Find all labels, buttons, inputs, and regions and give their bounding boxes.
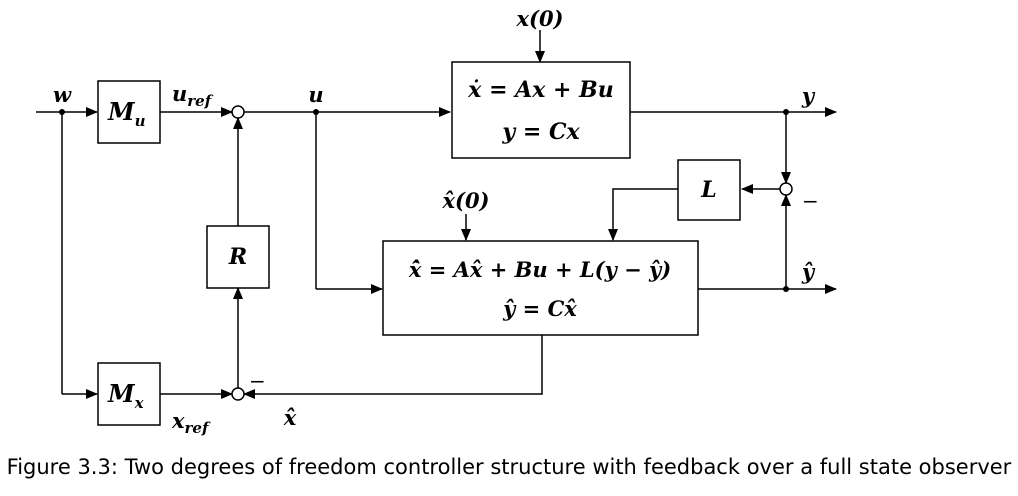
plant-block	[451, 61, 631, 159]
mx-block	[97, 362, 161, 426]
r-label: R	[228, 244, 247, 270]
sum-junction-output-error	[779, 182, 793, 196]
plant-equation-1: ẋ = Ax + Bu	[467, 77, 613, 103]
observer-equation-2: ŷ = Cx̂	[502, 296, 577, 321]
xhat0-label: x̂(0)	[441, 188, 489, 213]
observer-block	[382, 240, 699, 336]
w-label: w	[53, 82, 72, 107]
l-to-observer-line	[608, 188, 678, 241]
y-label: y	[801, 83, 816, 108]
observer-sum-minus-sign: −	[802, 189, 819, 213]
branch-dot-yhat	[783, 286, 789, 292]
branch-dot-w	[59, 109, 65, 115]
figure-caption: Figure 3.3: Two degrees of freedom contr…	[6, 455, 1012, 479]
l-label: L	[700, 177, 716, 203]
branch-dot-u	[313, 109, 319, 115]
l-block	[677, 159, 741, 221]
xhat-label: x̂	[283, 405, 297, 430]
mu-block	[97, 80, 161, 144]
yhat-label: ŷ	[801, 259, 816, 284]
xhat-feedback-line	[243, 335, 543, 399]
uref-label: uref	[172, 81, 214, 110]
sum-junction-state	[231, 387, 245, 401]
xref-label: xref	[171, 408, 211, 437]
observer-equation-1: x̂̇ = Ax̂ + Bu + L(y − ŷ)	[408, 257, 671, 282]
x0-label: x(0)	[515, 6, 563, 31]
mu-label: Mu	[107, 97, 146, 130]
plant-equation-2: y = Cx	[501, 119, 580, 145]
r-block	[206, 225, 270, 289]
mx-label: Mx	[107, 379, 145, 412]
branch-dot-y	[783, 109, 789, 115]
state-sum-minus-sign: −	[249, 369, 266, 393]
sum-junction-uref	[231, 105, 245, 119]
u-label: u	[308, 82, 323, 107]
